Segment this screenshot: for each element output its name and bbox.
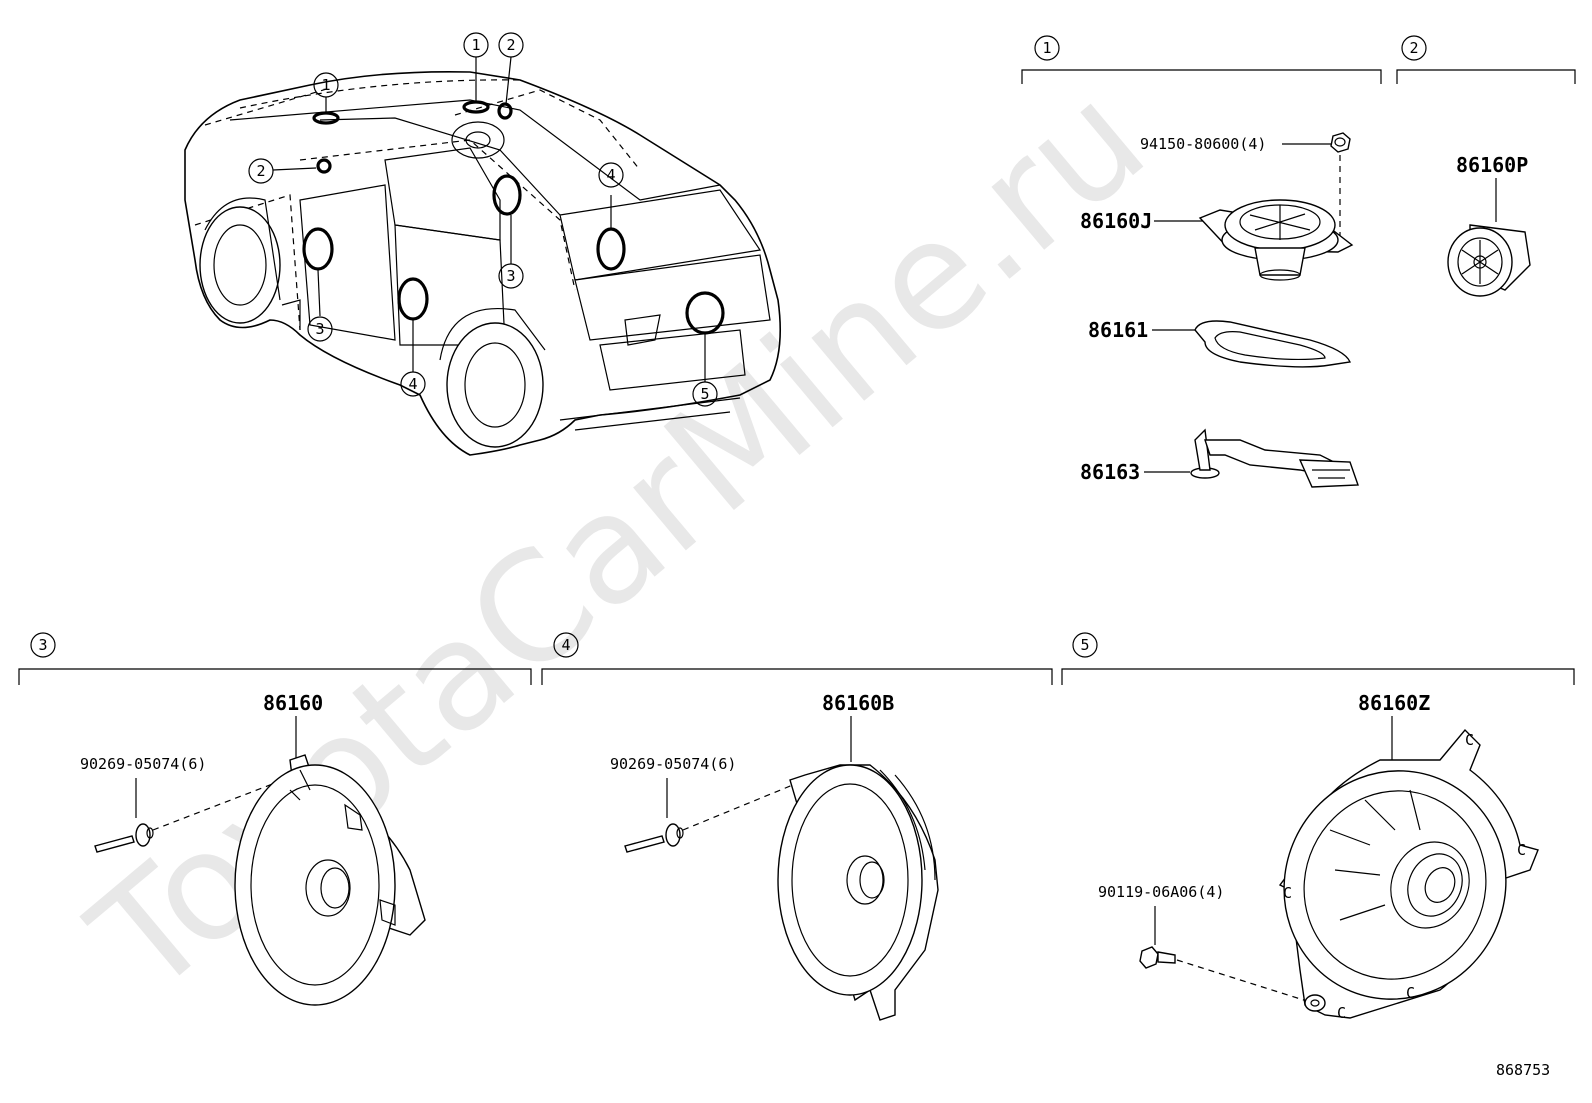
svg-text:C: C: [1337, 1004, 1346, 1022]
svg-text:C: C: [1465, 731, 1474, 749]
group-3: 3 86160 90269-05074(6): [18, 632, 532, 1006]
svg-text:5: 5: [700, 385, 709, 403]
vehicle-location-callouts: 1 1 2 2 3 3 4 4: [248, 32, 718, 407]
location-ring-2-front: [316, 158, 332, 174]
svg-text:2: 2: [506, 36, 515, 54]
location-callout-5: 5: [692, 381, 718, 407]
location-ring-1-front-right: [462, 100, 490, 114]
group-2-label: 2: [1409, 39, 1418, 57]
part-number-90269-05074[interactable]: 90269-05074(6): [80, 755, 206, 773]
part-number-94150-80600[interactable]: 94150-80600(4): [1140, 135, 1266, 153]
location-callout-4: 4: [400, 371, 426, 397]
tweeter-speaker-icon: [1447, 224, 1531, 297]
group-3-label: 3: [38, 636, 47, 654]
svg-text:4: 4: [408, 375, 417, 393]
svg-text:3: 3: [506, 267, 515, 285]
group-1: 1 94150-80600(4) 86160J 86161: [1021, 35, 1382, 488]
tweeter-speaker-icon: [1198, 199, 1354, 281]
part-number-86160P[interactable]: 86160P: [1456, 153, 1528, 177]
svg-text:C: C: [1283, 884, 1292, 902]
part-number-86163[interactable]: 86163: [1080, 460, 1140, 484]
rivet-icon: [624, 823, 684, 853]
part-number-86160J[interactable]: 86160J: [1080, 209, 1152, 233]
location-callout-1: 1: [313, 72, 339, 98]
group-1-label: 1: [1042, 39, 1051, 57]
location-callout-2: 2: [498, 32, 524, 58]
rivet-icon: [94, 823, 154, 853]
part-number-86160[interactable]: 86160: [263, 691, 323, 715]
door-speaker-icon: [777, 764, 939, 1021]
location-callout-1: 1: [463, 32, 489, 58]
door-speaker-icon: [234, 754, 426, 1006]
location-ring-2-front-right: [497, 102, 513, 120]
nut-icon: [1330, 132, 1351, 153]
svg-text:C: C: [1517, 841, 1526, 859]
group-2-bracket: [1396, 69, 1576, 84]
vehicle-illustration: [184, 56, 782, 456]
part-number-86160B[interactable]: 86160B: [822, 691, 894, 715]
group-5-label: 5: [1080, 636, 1089, 654]
part-number-86161[interactable]: 86161: [1088, 318, 1148, 342]
location-ring-1-front: [312, 111, 340, 125]
group-4-bracket: [541, 668, 1053, 685]
watermark: ToyotaCarMine.ru: [61, 52, 1177, 1028]
location-ring-3-front-door: [302, 227, 334, 271]
part-number-90269-05074[interactable]: 90269-05074(6): [610, 755, 736, 773]
group-4-label: 4: [561, 636, 570, 654]
gasket-icon: [1194, 320, 1351, 368]
group-5-bracket: [1061, 668, 1575, 685]
group-2: 2 86160P: [1396, 35, 1576, 297]
group-3-bracket: [18, 668, 532, 685]
svg-text:2: 2: [256, 162, 265, 180]
location-ring-3-front-right-door: [492, 174, 522, 216]
group-5: 5 86160Z 90119-06A06(4) C C C C C: [1061, 632, 1575, 1022]
location-callout-3: 3: [498, 263, 524, 289]
location-ring-4-rear-right-door: [596, 227, 626, 271]
diagram-id: 868753: [1496, 1061, 1550, 1079]
svg-text:3: 3: [315, 320, 324, 338]
location-callout-4: 4: [598, 162, 624, 188]
location-callout-3: 3: [307, 316, 333, 342]
group-1-bracket: [1021, 69, 1382, 84]
svg-text:C: C: [1406, 984, 1415, 1002]
group-4: 4 86160B 90269-05074(6): [541, 632, 1053, 1021]
svg-text:1: 1: [471, 36, 480, 54]
svg-text:1: 1: [321, 76, 330, 94]
mounting-bracket-icon: [1190, 428, 1359, 488]
bolt-icon: [1139, 946, 1176, 969]
svg-text:4: 4: [606, 166, 615, 184]
rear-speaker-icon: C C C C C: [1278, 728, 1539, 1022]
location-callout-2: 2: [248, 158, 274, 184]
location-ring-4-rear-door: [397, 277, 429, 321]
part-number-90119-06A06[interactable]: 90119-06A06(4): [1098, 883, 1224, 901]
part-number-86160Z[interactable]: 86160Z: [1358, 691, 1430, 715]
location-ring-5-rear-gate: [685, 291, 725, 335]
